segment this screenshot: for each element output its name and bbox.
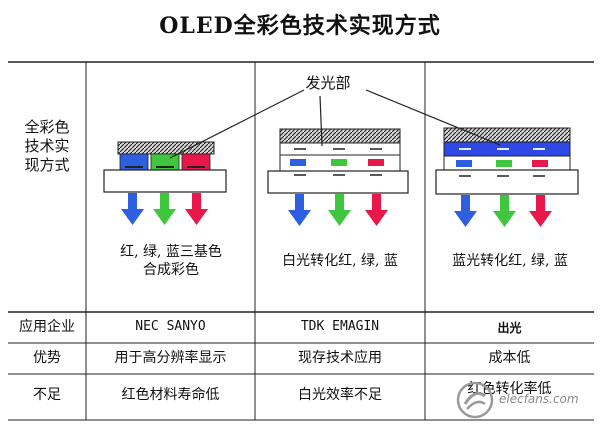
- white-device-structure: [267, 128, 409, 194]
- table-cell: 用于高分辨率显示: [114, 350, 227, 366]
- table-cell: 现存技术应用: [298, 350, 382, 366]
- table-cell: NEC SANYO: [135, 319, 206, 334]
- watermark-text: elecfans.com: [499, 392, 579, 406]
- substrate: [103, 169, 227, 193]
- green-light-arrow: [328, 194, 351, 226]
- emission-part-label: 发光部: [305, 74, 351, 92]
- blue-light-arrow: [454, 195, 477, 227]
- green-light-arrow: [153, 193, 176, 225]
- method-caption-rgb: 红, 绿, 蓝三基色 合成彩色: [88, 243, 254, 279]
- rgb-device-structure: [103, 141, 227, 193]
- red-light-arrow: [365, 194, 388, 226]
- table-row-label: 不足: [33, 387, 61, 403]
- method-caption-blue: 蓝光转化红, 绿, 蓝: [426, 252, 594, 270]
- table-cell: 出光: [497, 321, 522, 335]
- row-header-text: 全彩色技术实现方式: [24, 118, 70, 174]
- substrate: [435, 169, 579, 195]
- table-cell: 红色材料寿命低: [121, 387, 220, 403]
- green-converter: [496, 160, 512, 167]
- table-row-label: 优势: [33, 350, 61, 366]
- table-cell: 成本低: [488, 350, 531, 366]
- caption-line: 红, 绿, 蓝三基色: [120, 244, 222, 260]
- blue-filter: [290, 159, 306, 166]
- substrate: [267, 170, 409, 194]
- diagram-title: OLED全彩色技术实现方式: [159, 13, 441, 39]
- caption-line: 白光转化红, 绿, 蓝: [282, 253, 398, 269]
- method-caption-white: 白光转化红, 绿, 蓝: [256, 252, 424, 270]
- red-converter: [532, 160, 548, 167]
- red-light-arrow: [529, 195, 552, 227]
- caption-line: 合成彩色: [143, 262, 199, 278]
- table-cell: 红色转化率低: [467, 381, 552, 397]
- red-filter: [368, 159, 384, 166]
- table-row-label: 应用企业: [19, 319, 75, 335]
- blue-light-arrow: [288, 194, 311, 226]
- row-header-full-color: 全彩色技术实现方式: [14, 118, 80, 175]
- blue-light-arrow: [121, 193, 144, 225]
- table-cell: TDK EMAGIN: [300, 319, 380, 334]
- green-filter: [331, 159, 347, 166]
- caption-line: 蓝光转化红, 绿, 蓝: [452, 253, 568, 269]
- table-grid: [8, 61, 594, 421]
- blue-converter: [456, 160, 472, 167]
- table-cell: 白光效率不足: [298, 387, 382, 403]
- callout-lines: [169, 89, 501, 159]
- cathode-layer: [279, 128, 401, 144]
- watermark: elecfans.com: [455, 378, 595, 426]
- watermark-logo-icon: [456, 381, 494, 419]
- blue-device-structure: [435, 127, 579, 195]
- cathode-layer: [117, 141, 215, 155]
- red-light-arrow: [185, 193, 208, 225]
- emission-arrows: [121, 193, 552, 227]
- green-light-arrow: [493, 195, 516, 227]
